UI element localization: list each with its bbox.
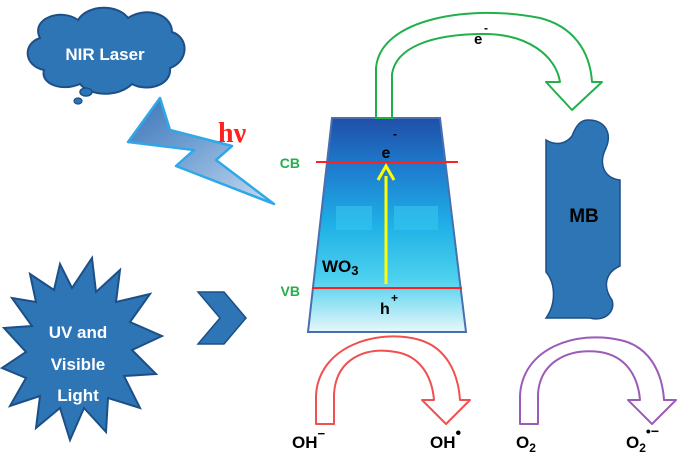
wo3-subscript: 3: [351, 263, 358, 278]
cb-electron-charge: -: [393, 127, 397, 141]
vb-hole-charge: +: [391, 291, 398, 305]
oh-radical-dot: •: [456, 425, 462, 442]
uv-label-line-3: Light: [57, 386, 99, 405]
oh-radical-label: OH•: [430, 425, 462, 452]
reduction-species: O2 O2•−: [516, 423, 659, 455]
cloud-bubble-2: [73, 97, 83, 105]
excitation-arrowhead: [376, 162, 396, 181]
lightning-icon: [126, 96, 276, 206]
band-highlight-left: [336, 206, 372, 230]
uv-visible-burst: UV and Visible Light: [0, 255, 165, 443]
oh-minus-charge: −: [318, 426, 326, 441]
transfer-electron-charge: -: [484, 21, 488, 35]
superoxide-label: O2•−: [626, 423, 659, 455]
mb-dye: MB: [544, 119, 621, 320]
photon-bolt: hν: [126, 96, 276, 206]
electron-transfer-arrow: e -: [375, 11, 603, 119]
chevron-arrow-icon: [196, 291, 247, 345]
cloud-shape: [26, 6, 186, 95]
oxidation-arrow: [315, 335, 471, 425]
mb-label: MB: [569, 206, 599, 227]
oxidation-species: OH− OH•: [292, 425, 462, 452]
o2-subscript: 2: [529, 441, 536, 455]
starburst-shape: [0, 255, 165, 443]
vb-hole: h: [380, 301, 390, 318]
reduction-arrow: [519, 336, 677, 425]
oh-minus-label: OH−: [292, 426, 326, 452]
cloud-bubble-1: [79, 87, 93, 97]
mb-dye-shape: [544, 119, 621, 320]
nir-laser-cloud: NIR Laser: [26, 6, 186, 105]
uv-label-line-1: UV and: [49, 323, 108, 342]
reduction-arrow-shape: [519, 336, 677, 425]
uv-label-line-2: Visible: [51, 355, 106, 374]
superoxide-mark: •−: [646, 423, 659, 439]
transfer-electron: e: [474, 31, 482, 48]
wo3-semiconductor: CB VB e - h + WO3: [280, 117, 468, 333]
vb-label: VB: [281, 283, 300, 299]
transfer-arrow-shape: [375, 11, 603, 119]
cb-electron: e: [382, 145, 391, 162]
nir-laser-label: NIR Laser: [65, 45, 145, 64]
band-highlight-right: [394, 206, 438, 230]
o2-label: O2: [516, 433, 536, 455]
oxidation-arrow-shape: [315, 335, 471, 425]
photon-label: hν: [218, 118, 247, 149]
superoxide-subscript: 2: [639, 441, 646, 455]
cb-label: CB: [280, 155, 300, 171]
wo3-label: WO3: [322, 257, 359, 278]
